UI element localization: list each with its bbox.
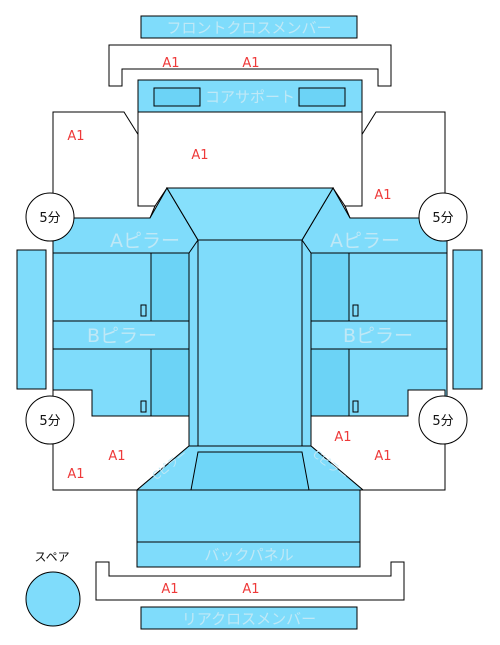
b-pillar-right-label: Bピラー [343,325,413,347]
left-rear-door-inner [150,348,190,417]
left-rear-quarter-mark: A1 [67,467,84,482]
tire-rear-right-label: 5分 [432,414,453,429]
tire-front-left-label: 5分 [39,211,60,226]
hood-mark: A1 [191,148,208,163]
tire-front-left[interactable]: 5分 [25,192,75,242]
windshield [166,187,334,241]
front-cross-member-label: フロントクロスメンバー [166,19,331,37]
right-front-door-handle-icon [352,304,359,317]
core-support-right-slot [298,87,346,107]
rear-right-mark: A1 [242,582,259,597]
back-panel[interactable]: バックパネル [136,541,361,568]
front-left-mark: A1 [162,56,179,71]
trunk-lid[interactable] [136,489,361,543]
b-pillar-right[interactable] [310,320,448,350]
right-rear-door-handle-icon [352,400,359,413]
tire-front-right[interactable]: 5分 [418,192,468,242]
spare-tire[interactable]: スペア [25,550,81,627]
front-right-mark: A1 [242,56,259,71]
back-panel-label: バックパネル [204,546,293,564]
right-front-door-inner [310,252,350,322]
rear-window-inner [190,451,310,491]
left-front-fender-mark: A1 [67,129,84,144]
tire-front-right-label: 5分 [432,211,453,226]
right-rear-quarter-upper-mark: A1 [334,430,351,445]
tire-rear-right[interactable]: 5分 [418,395,468,445]
right-rear-door-inner [310,348,350,417]
right-front-fender-mark: A1 [374,188,391,203]
core-support-label: コアサポート [205,88,295,106]
left-front-door-handle-icon [140,304,147,317]
roof-inner [197,239,303,447]
left-rocker-panel[interactable] [16,249,47,390]
front-cross-member[interactable]: フロントクロスメンバー [140,15,358,39]
rear-cross-member-label: リアクロスメンバー [182,610,316,628]
a-pillar-right-label: Aピラー [330,230,400,252]
a-pillar-left-label: Aピラー [110,230,180,252]
b-pillar-left[interactable] [52,320,190,350]
right-rear-quarter-lower-mark: A1 [374,449,391,464]
right-rocker-panel[interactable] [452,249,483,390]
rear-left-mark: A1 [161,582,178,597]
core-support[interactable]: コアサポート [137,79,363,113]
tire-rear-left-label: 5分 [39,414,60,429]
left-front-door-inner [150,252,190,322]
tire-rear-left[interactable]: 5分 [25,395,75,445]
left-rear-door-handle-icon [140,400,147,413]
front-bumper-bracket[interactable] [108,44,392,87]
spare-tire-label: スペア [34,550,69,564]
b-pillar-left-label: Bピラー [87,325,157,347]
rear-bumper-bracket[interactable] [95,561,405,601]
rear-cross-member[interactable]: リアクロスメンバー [140,606,358,630]
left-rear-fender-mark: A1 [108,449,125,464]
core-support-left-slot [153,87,201,107]
